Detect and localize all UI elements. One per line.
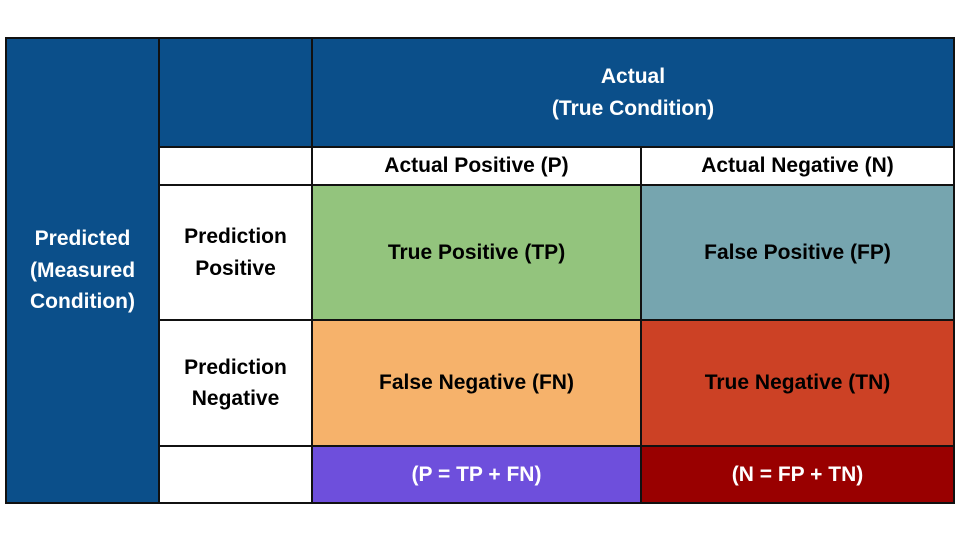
p-sum-cell: (P = TP + FN)	[311, 445, 642, 504]
sum-row-empty-cell	[158, 445, 313, 504]
n-sum-cell: (N = FP + TN)	[640, 445, 955, 504]
prediction-negative-header: Prediction Negative	[158, 319, 313, 447]
false-negative-cell: False Negative (FN)	[311, 319, 642, 447]
prediction-positive-header: Prediction Positive	[158, 184, 313, 321]
true-negative-cell: True Negative (TN)	[640, 319, 955, 447]
true-positive-cell: True Positive (TP)	[311, 184, 642, 321]
actual-positive-header: Actual Positive (P)	[311, 146, 642, 186]
corner-header-cell	[158, 37, 313, 148]
actual-condition-title: Actual (True Condition)	[311, 37, 955, 148]
corner-empty-cell	[158, 146, 313, 186]
false-positive-cell: False Positive (FP)	[640, 184, 955, 321]
actual-negative-header: Actual Negative (N)	[640, 146, 955, 186]
predicted-condition-title: Predicted (Measured Condition)	[5, 37, 160, 504]
